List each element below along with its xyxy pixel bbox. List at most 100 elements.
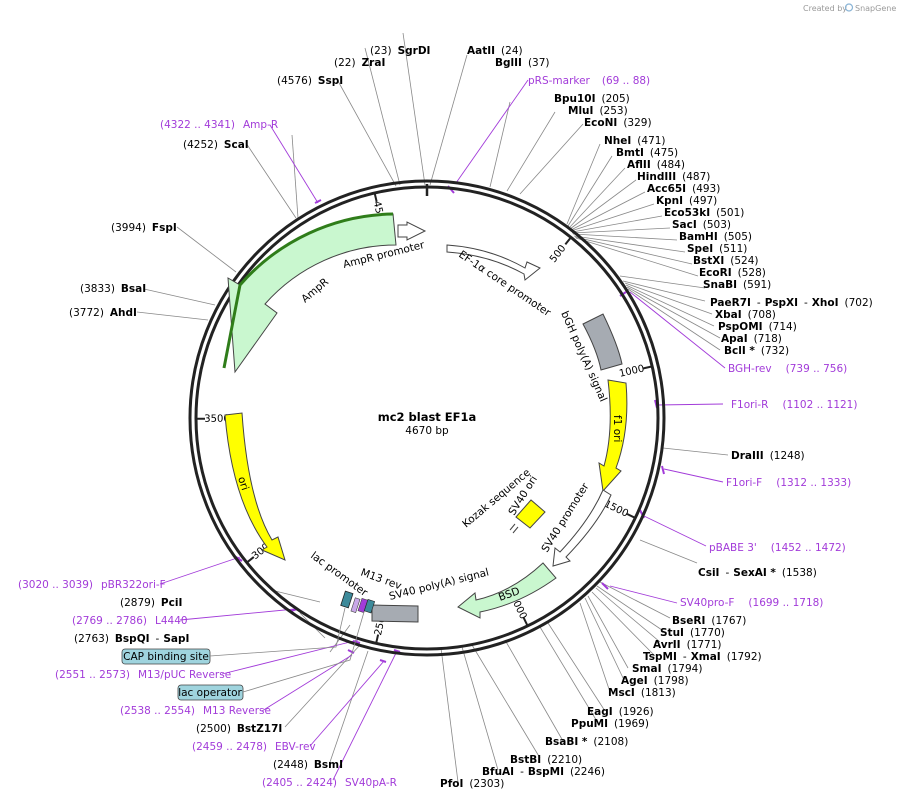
primer-m13-reverse-name: M13 Reverse: [203, 705, 271, 717]
site-aatii-name: AatII: [467, 45, 495, 57]
svg-text:(3994)FspI: (3994)FspI: [111, 222, 177, 234]
svg-text:CsiI-SexAI *(1538): CsiI-SexAI *(1538): [698, 567, 817, 579]
svg-text:pBABE 3'(1452 .. 1472): pBABE 3'(1452 .. 1472): [709, 542, 846, 554]
svg-text:BfuAI-BspMI(2246): BfuAI-BspMI(2246): [482, 766, 605, 778]
site-xmai-name: XmaI: [691, 651, 721, 663]
primer-sv40pa-r-name: SV40pA-R: [345, 777, 397, 789]
site-csii-name: CsiI: [698, 567, 719, 579]
site-sspi-pos: (4576): [277, 75, 312, 87]
svg-text:(2405 .. 2424)SV40pA-R: (2405 .. 2424) SV40pA-R: [262, 777, 397, 789]
primer-f1ori-r-name: F1ori-R: [731, 399, 768, 411]
site-eagi-name: EagI: [587, 706, 613, 718]
svg-text:KpnI(497): KpnI(497): [656, 195, 717, 207]
site-bspmi-pos: (2246): [570, 766, 605, 778]
svg-text:EcoRI(528): EcoRI(528): [699, 267, 766, 279]
site-acc65i-name: Acc65I: [647, 183, 686, 195]
svg-text:(3833)BsaI: (3833)BsaI: [80, 283, 146, 295]
site-hindiii-pos: (487): [682, 171, 710, 183]
primer-f1ori-f-range: (1312 .. 1333): [776, 477, 851, 489]
primer-f1ori-f-name: F1ori-F: [726, 477, 762, 489]
primer-f1ori-r-range: (1102 .. 1121): [782, 399, 857, 411]
site-paer7i-name: PaeR7I: [710, 297, 751, 309]
bgh-polya-box: [582, 313, 623, 371]
site-eco53ki-name: Eco53kI: [664, 207, 710, 219]
site-smai-pos: (1794): [668, 663, 703, 675]
primer-l4440-name: L4440: [155, 615, 188, 627]
svg-text:MluI(253): MluI(253): [568, 105, 628, 117]
site-draiii-name: DraIII: [731, 450, 764, 462]
primer-ebv-rev-name: EBV-rev: [275, 741, 316, 753]
site-bsabi-name: BsaBI *: [545, 736, 588, 748]
site-zrai-pos: (22): [334, 57, 356, 69]
svg-text:AflII(484): AflII(484): [627, 159, 685, 171]
site-ahdi-pos: (3772): [69, 307, 104, 319]
site-sapi-name: SapI: [163, 633, 189, 645]
site-sgrdi-pos: (23): [370, 45, 392, 57]
site-pspomi-pos: (714): [769, 321, 797, 333]
site-ppumi-pos: (1969): [614, 718, 649, 730]
svg-text:(2448)BsmI: (2448)BsmI: [273, 759, 343, 771]
site-bstbi-pos: (2210): [547, 754, 582, 766]
svg-text:BGH-rev(739 .. 756): BGH-rev(739 .. 756): [728, 363, 847, 375]
feature-bsd: BSD: [457, 562, 557, 619]
f1-ori-arrow: [598, 379, 628, 493]
site-smai-name: SmaI: [632, 663, 662, 675]
site-pfoi-name: PfoI: [440, 778, 463, 790]
svg-text:BclI *(732): BclI *(732): [724, 345, 789, 357]
primer-l4440-range: (2769 .. 2786): [72, 615, 147, 627]
svg-text:SacI(503): SacI(503): [672, 219, 731, 231]
site-bpu10i-pos: (205): [602, 93, 630, 105]
primer-pbr322ori-f-name: pBR322ori-F: [101, 579, 166, 591]
primer-ebv-rev-range: (2459 .. 2478): [192, 741, 267, 753]
ori-arrow: [224, 412, 286, 561]
svg-text:PspOMI(714): PspOMI(714): [718, 321, 797, 333]
site-bstz17i-pos: (2500): [196, 723, 231, 735]
feature-ef1a-promoter: EF-1α core promoter: [446, 244, 553, 319]
site-pcii-pos: (2879): [120, 597, 155, 609]
site-bsai-name: BsaI: [121, 283, 146, 295]
site-xhoi-name: XhoI: [812, 297, 839, 309]
ef1a-promoter-arrow: [446, 244, 541, 281]
site-spei-pos: (511): [719, 243, 747, 255]
tick-mark-2500: [375, 634, 380, 644]
tick-label-500: 500: [548, 243, 569, 265]
site-econi-name: EcoNI: [584, 117, 617, 129]
svg-text:PaeR7I-PspXI-XhoI(702): PaeR7I-PspXI-XhoI(702): [710, 297, 873, 309]
site-acc65i-pos: (493): [692, 183, 720, 195]
sv40-ori-box: [515, 499, 546, 529]
svg-text:(2879)PciI: (2879)PciI: [120, 597, 182, 609]
site-xbai-name: XbaI: [715, 309, 742, 321]
site-bcli-pos: (732): [761, 345, 789, 357]
site-bglii-name: BglII: [495, 57, 522, 69]
site-econi-pos: (329): [623, 117, 651, 129]
svg-text:Bpu10I(205): Bpu10I(205): [554, 93, 630, 105]
svg-text:BmtI(475): BmtI(475): [616, 147, 678, 159]
site-bstbi-name: BstBI: [510, 754, 541, 766]
primer-sv40pro-f-range: (1699 .. 1718): [748, 597, 823, 609]
leader-lines: [136, 32, 729, 783]
site-sexai-pos: (1538): [782, 567, 817, 579]
site-eco53ki-pos: (501): [716, 207, 744, 219]
site-sgrdi-name: SgrDI: [398, 45, 431, 57]
svg-text:F1ori-F(1312 .. 1333): F1ori-F (1312 .. 1333): [726, 477, 851, 489]
feature-ori: ori: [224, 412, 286, 561]
svg-text:(3772)AhdI: (3772)AhdI: [69, 307, 137, 319]
site-bseri-name: BseRI: [672, 615, 705, 627]
site-bspqi-name: BspQI: [115, 633, 150, 645]
svg-text:(4252)ScaI: (4252)ScaI: [183, 139, 249, 151]
site-bamhi-name: BamHI: [679, 231, 718, 243]
svg-text:MscI(1813): MscI(1813): [608, 687, 676, 699]
site-eagi-pos: (1926): [619, 706, 654, 718]
svg-text:ApaI(718): ApaI(718): [721, 333, 782, 345]
site-bseri-pos: (1767): [711, 615, 746, 627]
svg-text:(2763)BspQI-SapI: (2763)BspQI-SapI: [74, 633, 189, 645]
tick-mark-1500: [626, 513, 636, 519]
svg-text:(2551 .. 2573)M13/pUC Reverse: (2551 .. 2573)M13/pUC Reverse: [55, 669, 231, 681]
primer-sv40pa-r-range: (2405 .. 2424): [262, 777, 337, 789]
site-scai-pos: (4252): [183, 139, 218, 151]
plasmid-length: 4670 bp: [405, 425, 449, 437]
lac-operator-callout: lac operator: [177, 611, 365, 701]
site-bfuai-name: BfuAI: [482, 766, 514, 778]
site-mlui-pos: (253): [599, 105, 627, 117]
site-nhei-name: NheI: [604, 135, 631, 147]
